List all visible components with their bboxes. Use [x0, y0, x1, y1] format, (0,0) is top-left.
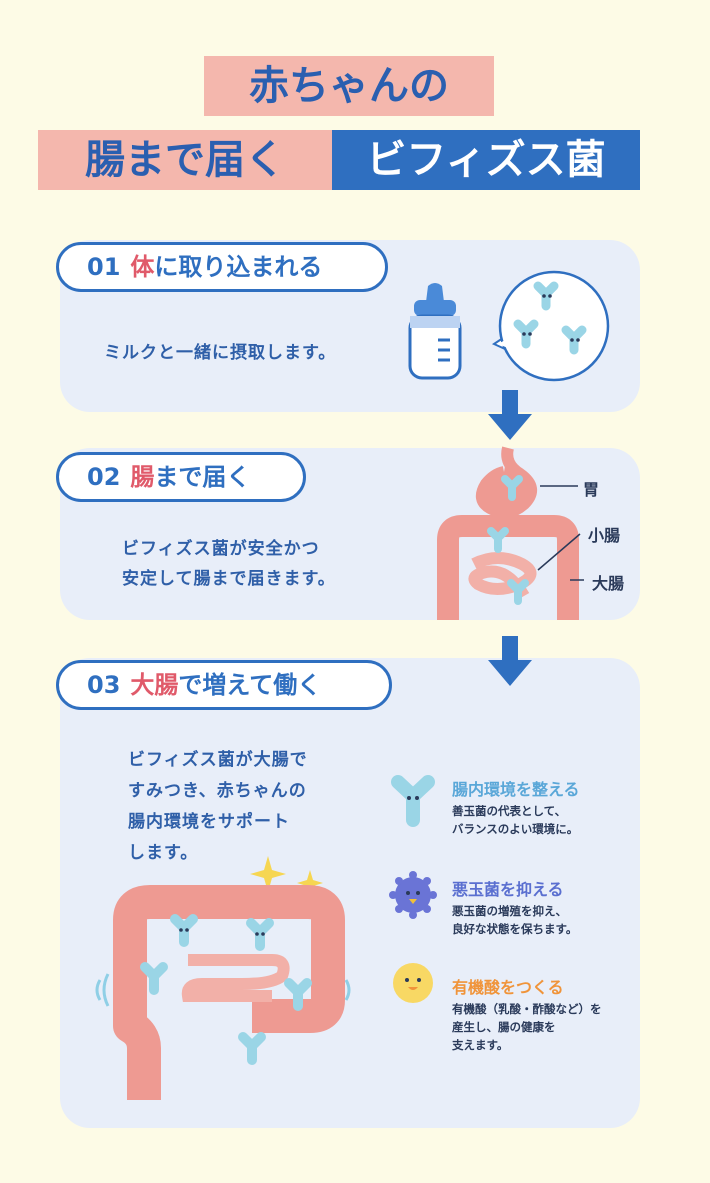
bifidobacteria-icon	[246, 918, 274, 951]
bifidobacteria-icon	[561, 325, 587, 355]
feature-2-desc: 悪玉菌の増殖を抑え、 良好な状態を保ちます。	[452, 902, 577, 938]
body-line: ビフィズス菌が安全かつ	[122, 539, 320, 559]
title-line-1: 赤ちゃんの	[204, 56, 494, 116]
body-line: ビフィズス菌が大腸で	[128, 750, 308, 770]
bifidobacteria-icon	[513, 319, 539, 349]
sparkle-icon	[250, 856, 286, 892]
step-heading-rest: まで届く	[154, 463, 251, 491]
desc-line: 良好な状態を保ちます。	[452, 922, 578, 936]
step-number: 02	[87, 463, 121, 491]
step-3-body: ビフィズス菌が大腸で すみつき、赤ちゃんの 腸内環境をサポート します。	[128, 745, 308, 869]
down-arrow-icon	[488, 636, 532, 686]
desc-line: 支えます。	[452, 1038, 509, 1052]
step-heading-accent: 大腸	[130, 671, 179, 699]
feature-1-desc: 善玉菌の代表として、 バランスのよい環境に。	[452, 802, 578, 838]
feature-2-title: 悪玉菌を抑える	[452, 880, 564, 899]
organic-acid-icon	[393, 963, 433, 1003]
desc-line: 悪玉菌の増殖を抑え、	[452, 904, 567, 918]
feature-1-title: 腸内環境を整える	[452, 780, 580, 799]
bifidobacteria-icon	[533, 281, 559, 311]
title-line-2-part-1: 腸まで届く	[38, 130, 332, 190]
bifidobacteria-icon	[238, 1032, 266, 1065]
speech-bubble	[491, 270, 610, 382]
step-3-heading: 03 大腸で増えて働く	[56, 660, 392, 710]
digestive-tract-illustration	[437, 446, 584, 620]
feature-3-title: 有機酸をつくる	[452, 978, 564, 997]
bifidobacteria-icon	[501, 475, 523, 501]
step-heading-accent: 腸	[130, 463, 155, 491]
bifidobacteria-icon	[391, 775, 435, 827]
desc-line: バランスのよい環境に。	[452, 822, 579, 836]
step-1-body: ミルクと一緒に摂取します。	[104, 338, 336, 368]
step-number: 03	[87, 671, 121, 699]
bifidobacteria-icon	[140, 962, 168, 995]
body-line: すみつき、赤ちゃんの	[128, 781, 307, 801]
bifidobacteria-icon	[507, 579, 529, 605]
bad-bacteria-icon	[389, 871, 437, 919]
sparkle-icon	[297, 870, 323, 896]
bifidobacteria-icon	[284, 978, 312, 1011]
large-intestine-illustration	[95, 856, 351, 1100]
bifidobacteria-icon	[487, 527, 509, 553]
step-number: 01	[87, 253, 121, 281]
title-line-2-part-2: ビフィズス菌	[332, 130, 640, 190]
desc-line: 善玉菌の代表として、	[452, 804, 567, 818]
step-heading-accent: 体	[130, 253, 155, 281]
large-intestine-label: 大腸	[592, 574, 625, 593]
small-intestine-label: 小腸	[588, 526, 621, 545]
stomach-label: 胃	[583, 480, 600, 499]
step-heading-rest: に取り込まれる	[154, 253, 323, 281]
baby-bottle-icon	[408, 283, 462, 380]
feature-3-desc: 有機酸（乳酸・酢酸など）を 産生し、腸の健康を 支えます。	[452, 1000, 602, 1054]
body-line: 安定して腸まで届きます。	[122, 569, 336, 589]
step-heading-rest: で増えて働く	[178, 671, 322, 699]
body-line: ミルクと一緒に摂取します。	[104, 343, 337, 363]
desc-line: 産生し、腸の健康を	[452, 1020, 556, 1034]
bifidobacteria-icon	[170, 914, 198, 947]
step-2-body: ビフィズス菌が安全かつ 安定して腸まで届きます。	[122, 534, 336, 594]
desc-line: 有機酸（乳酸・酢酸など）を	[452, 1002, 602, 1016]
body-line: 腸内環境をサポート	[128, 812, 290, 832]
down-arrow-icon	[488, 390, 532, 440]
step-2-heading: 02 腸まで届く	[56, 452, 306, 502]
body-line: します。	[128, 843, 199, 863]
step-1-heading: 01 体に取り込まれる	[56, 242, 388, 292]
